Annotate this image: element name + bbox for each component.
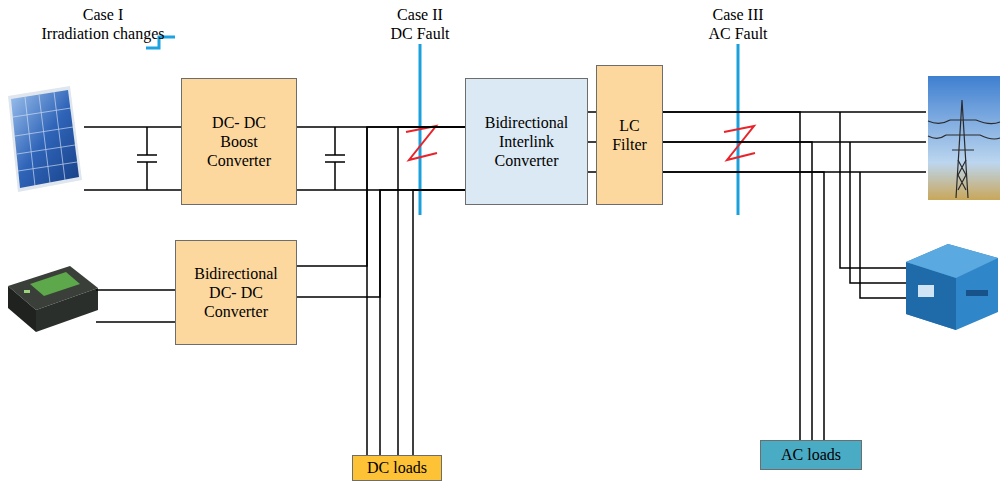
case-label: AC Fault <box>708 25 767 43</box>
box-label: Bidirectional DC- DC Converter <box>189 264 283 322</box>
power-wire <box>297 127 465 190</box>
case-label: Case II <box>397 6 443 24</box>
load-box: DC loads <box>352 455 442 481</box>
box-label: DC loads <box>367 458 427 477</box>
case-label: Case I <box>83 6 123 24</box>
power-wire <box>367 127 465 455</box>
box-label: DC- DC Boost Converter <box>199 113 279 171</box>
generator <box>906 244 998 330</box>
box-label: LC Filter <box>605 116 655 154</box>
battery <box>8 266 98 332</box>
converter-box: DC- DC Boost Converter <box>181 78 297 205</box>
grid-tower <box>928 76 1000 200</box>
ac-fault-marker <box>724 44 755 215</box>
solar-panel <box>8 86 82 192</box>
power-wire <box>297 127 465 297</box>
battery-wires <box>96 290 175 322</box>
power-wire <box>588 112 596 172</box>
converter-box: Bidirectional DC- DC Converter <box>175 240 297 345</box>
box-label: AC loads <box>781 445 841 464</box>
case-label: Irradiation changes <box>41 25 164 43</box>
case-label: Case III <box>712 6 763 24</box>
case-label: DC Fault <box>390 25 449 43</box>
box-label: Bidirectional Interlink Converter <box>475 113 579 171</box>
interlink-converter-box: Bidirectional Interlink Converter <box>465 78 588 205</box>
filter-box: LC Filter <box>596 65 663 205</box>
power-wire <box>663 112 824 440</box>
ac-wires <box>663 112 926 298</box>
load-box: AC loads <box>760 440 862 470</box>
